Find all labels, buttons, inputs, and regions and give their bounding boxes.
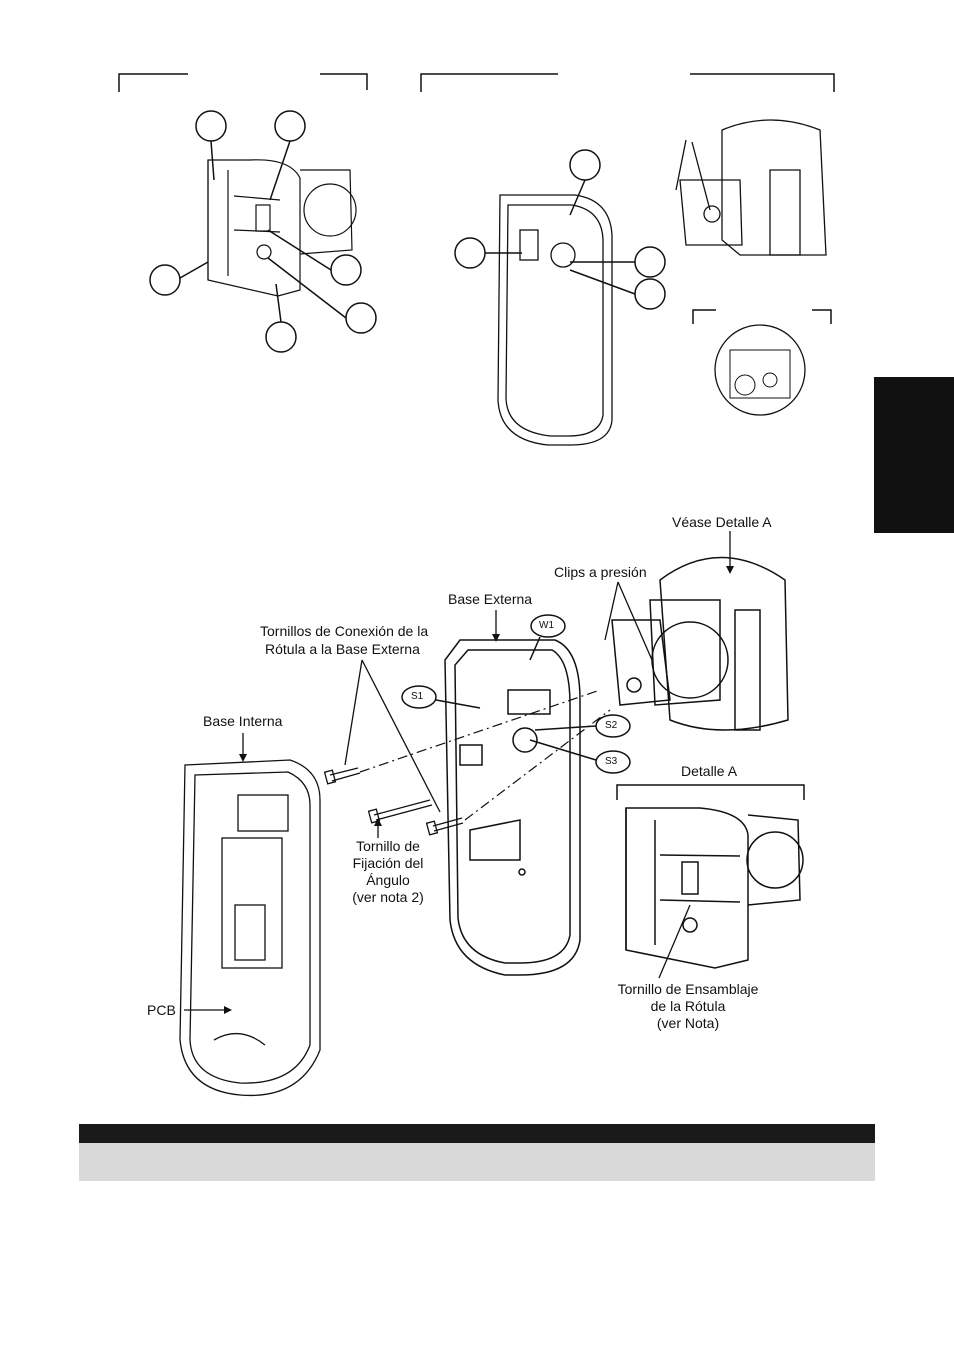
label-tornillo-fijacion-line3: Ángulo bbox=[366, 872, 410, 888]
callout-s1: S1 bbox=[411, 691, 424, 702]
label-tornillo-ensamblaje-line3: (ver Nota) bbox=[656, 1015, 720, 1031]
callout-s2: S2 bbox=[605, 720, 618, 731]
section-subheader-bar bbox=[79, 1143, 875, 1181]
detail-circle bbox=[714, 324, 806, 416]
swivel-top-right bbox=[675, 119, 827, 256]
bracket-detalle-a bbox=[616, 784, 805, 800]
callout-w1: W1 bbox=[539, 620, 554, 631]
swivel-main bbox=[611, 556, 789, 731]
label-base-interna: Base Interna bbox=[203, 713, 283, 729]
label-clips: Clips a presión bbox=[554, 564, 647, 580]
label-tornillos-conexion-line1: Tornillos de Conexión de la bbox=[260, 623, 429, 639]
section-tab bbox=[874, 377, 954, 533]
label-tornillo-ensamblaje-line2: de la Rótula bbox=[650, 998, 726, 1014]
label-tornillo-ensamblaje-line1: Tornillo de Ensamblaje bbox=[617, 981, 759, 997]
inner-base-main bbox=[179, 759, 321, 1097]
swivel-top-left bbox=[207, 159, 357, 297]
section-header-bar bbox=[79, 1124, 875, 1143]
screws bbox=[323, 767, 464, 836]
callout-s3: S3 bbox=[605, 756, 618, 767]
bracket-detail-small bbox=[692, 309, 832, 324]
label-tornillo-fijacion-line2: Fijación del bbox=[352, 855, 424, 871]
label-pcb: PCB bbox=[147, 1002, 176, 1018]
label-detalle-a: Detalle A bbox=[681, 763, 738, 779]
label-tornillo-fijacion-line1: Tornillo de bbox=[356, 838, 420, 854]
bracket-top-left bbox=[118, 73, 368, 92]
label-tornillos-conexion-line2: Rótula a la Base Externa bbox=[265, 641, 420, 657]
bracket-top-middle bbox=[420, 73, 835, 92]
label-tornillo-fijacion: Tornillo de Fijación del Ángulo (ver not… bbox=[338, 838, 438, 906]
label-vease-detalle-a: Véase Detalle A bbox=[672, 514, 772, 530]
outer-base-top bbox=[497, 194, 613, 446]
label-tornillo-ensamblaje: Tornillo de Ensamblaje de la Rótula (ver… bbox=[598, 981, 778, 1032]
label-base-externa: Base Externa bbox=[448, 591, 533, 607]
outer-base-main bbox=[444, 639, 581, 976]
label-tornillo-fijacion-line4: (ver nota 2) bbox=[352, 889, 424, 905]
detalle-a-drawing bbox=[625, 807, 804, 969]
